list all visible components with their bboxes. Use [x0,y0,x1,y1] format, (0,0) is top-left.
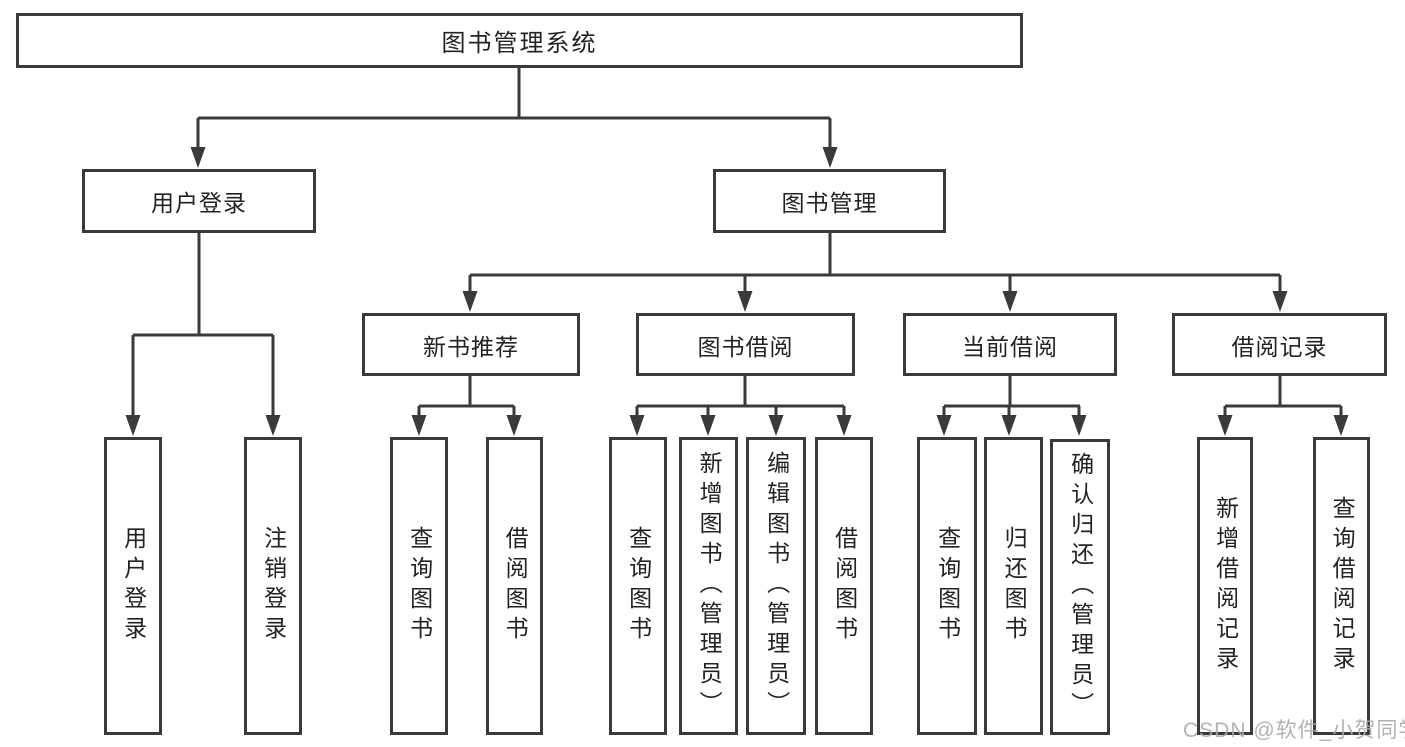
node-borrowing-records-label: 借阅记录 [1231,333,1328,360]
node-root-label: 图书管理系统 [441,30,598,57]
connector-spines [131,66,1343,418]
leaf-user-login: 用户登录 [104,437,162,735]
leaf-query-books-1-label: 查询图书 [406,526,433,646]
node-current-borrowing: 当前借阅 [903,313,1117,376]
node-root: 图书管理系统 [16,13,1023,68]
leaf-edit-book-admin-label: 编辑图书（管理员） [763,451,790,721]
node-user-login: 用户登录 [82,169,316,233]
node-book-management-label: 图书管理 [781,190,878,216]
leaf-logout-label: 注销登录 [260,526,287,646]
leaf-borrow-books-1-label: 借阅图书 [502,526,529,646]
leaf-add-borrow-record: 新增借阅记录 [1197,437,1253,735]
leaf-add-book-admin: 新增图书（管理员） [679,437,738,735]
node-book-borrowing: 图书借阅 [636,313,855,376]
leaf-query-borrow-record-label: 查询借阅记录 [1329,496,1356,676]
leaf-add-book-admin-label: 新增图书（管理员） [696,451,723,721]
leaf-query-books-3: 查询图书 [917,437,977,735]
node-book-management: 图书管理 [713,169,946,233]
leaf-borrow-books-1: 借阅图书 [486,437,543,735]
leaf-return-books: 归还图书 [984,437,1043,735]
leaf-confirm-return-admin-label: 确认归还（管理员） [1067,452,1094,722]
watermark-text: CSDN @软件_小贺同学 [1183,719,1405,742]
leaf-query-borrow-record: 查询借阅记录 [1313,437,1370,735]
leaf-borrow-books-2: 借阅图书 [815,437,873,735]
leaf-add-borrow-record-label: 新增借阅记录 [1212,496,1239,676]
leaf-return-books-label: 归还图书 [1001,526,1028,646]
leaf-user-login-label: 用户登录 [120,526,147,646]
leaf-query-books-1: 查询图书 [390,437,448,735]
node-borrowing-records: 借阅记录 [1172,313,1387,376]
leaf-query-books-2-label: 查询图书 [625,526,652,646]
node-user-login-label: 用户登录 [151,190,247,216]
node-current-borrowing-label: 当前借阅 [962,333,1058,360]
node-new-book-recommend: 新书推荐 [362,313,580,376]
leaf-logout: 注销登录 [244,437,302,735]
leaf-confirm-return-admin: 确认归还（管理员） [1050,439,1110,735]
node-new-book-recommend-label: 新书推荐 [423,333,519,360]
node-book-borrowing-label: 图书借阅 [697,333,794,360]
leaf-edit-book-admin: 编辑图书（管理员） [746,437,806,735]
leaf-query-books-3-label: 查询图书 [934,526,961,646]
leaf-borrow-books-2-label: 借阅图书 [831,526,858,646]
leaf-query-books-2: 查询图书 [609,437,667,735]
